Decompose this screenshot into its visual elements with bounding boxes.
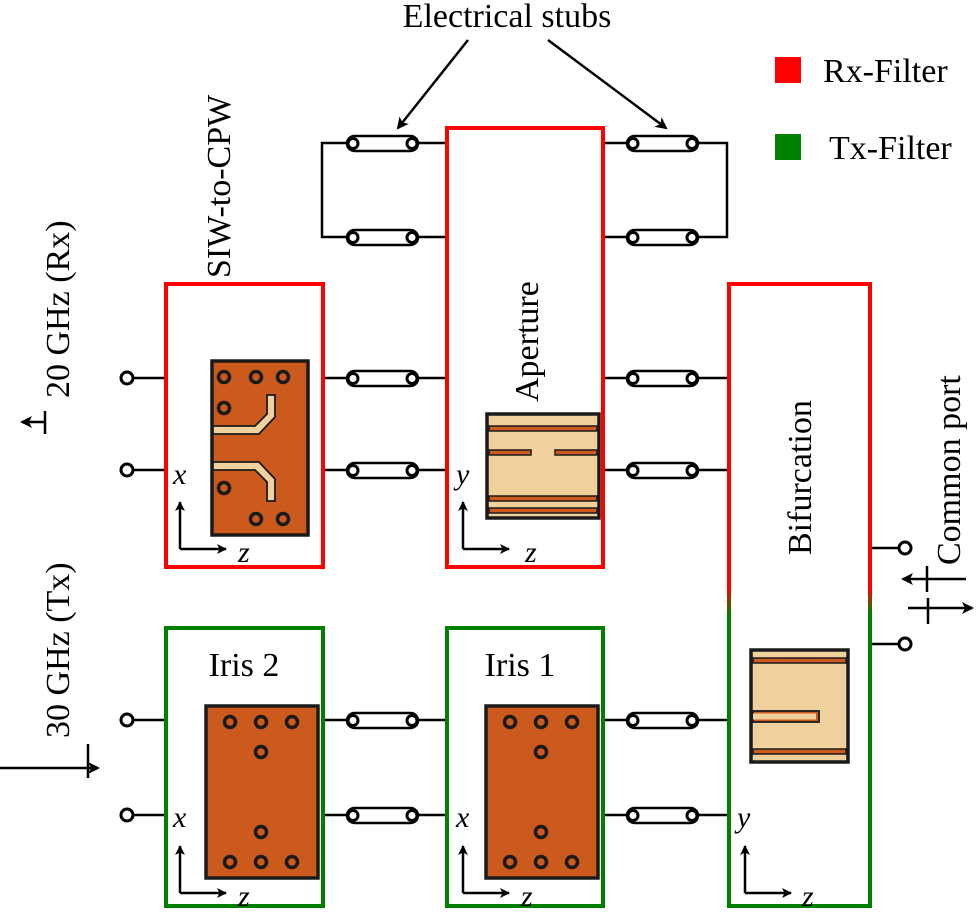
stub	[345, 228, 420, 247]
aperture-label: Aperture	[509, 281, 546, 402]
stub	[345, 134, 420, 153]
tx-port-label: 30 GHz (Tx)	[40, 562, 77, 738]
aperture-pcb	[485, 412, 601, 520]
axis-iris-1: x z	[455, 801, 533, 913]
stub	[625, 369, 700, 388]
axis-siw: x z	[172, 458, 250, 569]
axis-siw-v-label: x	[172, 458, 187, 491]
electrical-stubs-label: Electrical stubs	[403, 0, 612, 35]
stub	[625, 228, 700, 247]
axis-aperture-v-label: y	[453, 458, 470, 491]
siw-to-cpw-pcb	[210, 359, 310, 537]
siw-to-cpw-label: SIW-to-CPW	[201, 94, 238, 278]
iris-1-pcb	[484, 704, 600, 880]
tx-terminal	[119, 807, 135, 823]
bifurcation-label: Bifurcation	[782, 400, 819, 555]
rx-terminal	[119, 462, 135, 478]
stub	[625, 806, 700, 825]
stub-arrow-right	[547, 38, 668, 130]
stub	[345, 369, 420, 388]
axis-iris-2: x z	[172, 801, 250, 913]
iris-1-label: Iris 1	[485, 647, 556, 684]
axis-aperture-h-label: z	[524, 536, 537, 569]
axis-iris2-v-label: x	[172, 801, 187, 834]
stub	[625, 461, 700, 480]
iris-2-pcb	[204, 704, 320, 880]
legend-swatch-rx	[775, 57, 801, 83]
stub	[625, 134, 700, 153]
stub	[345, 711, 420, 730]
axis-iris1-v-label: x	[455, 801, 470, 834]
axis-iris2-h-label: z	[237, 880, 250, 913]
rx-terminal	[119, 370, 135, 386]
axis-aperture: y z	[453, 458, 537, 569]
stub	[345, 461, 420, 480]
bifurcation-pcb	[749, 648, 850, 764]
iris-2-label: Iris 2	[209, 647, 280, 684]
rx-port-label: 20 GHz (Rx)	[40, 220, 77, 398]
axis-siw-h-label: z	[237, 536, 250, 569]
tx-terminal	[119, 712, 135, 728]
port-terminals	[119, 370, 913, 823]
bifurcation-block	[727, 282, 872, 908]
stub-arrow-left	[396, 39, 469, 130]
stub	[625, 711, 700, 730]
stub	[345, 806, 420, 825]
coordinate-axes: x z y z x z x z y z	[172, 458, 814, 913]
axis-bif-v-label: y	[734, 801, 751, 834]
legend-label-tx: Tx-Filter	[829, 130, 952, 167]
common-terminal	[897, 636, 913, 652]
axis-bif-h-label: z	[801, 880, 814, 913]
axis-iris1-h-label: z	[520, 880, 533, 913]
transmission-stubs	[345, 134, 700, 825]
common-terminal	[897, 540, 913, 556]
axis-bifurcation: y z	[734, 801, 814, 913]
legend: Rx-Filter Tx-Filter	[775, 53, 952, 167]
legend-label-rx: Rx-Filter	[823, 53, 948, 90]
legend-swatch-tx	[775, 134, 801, 160]
common-port-label: Common port	[931, 375, 968, 565]
